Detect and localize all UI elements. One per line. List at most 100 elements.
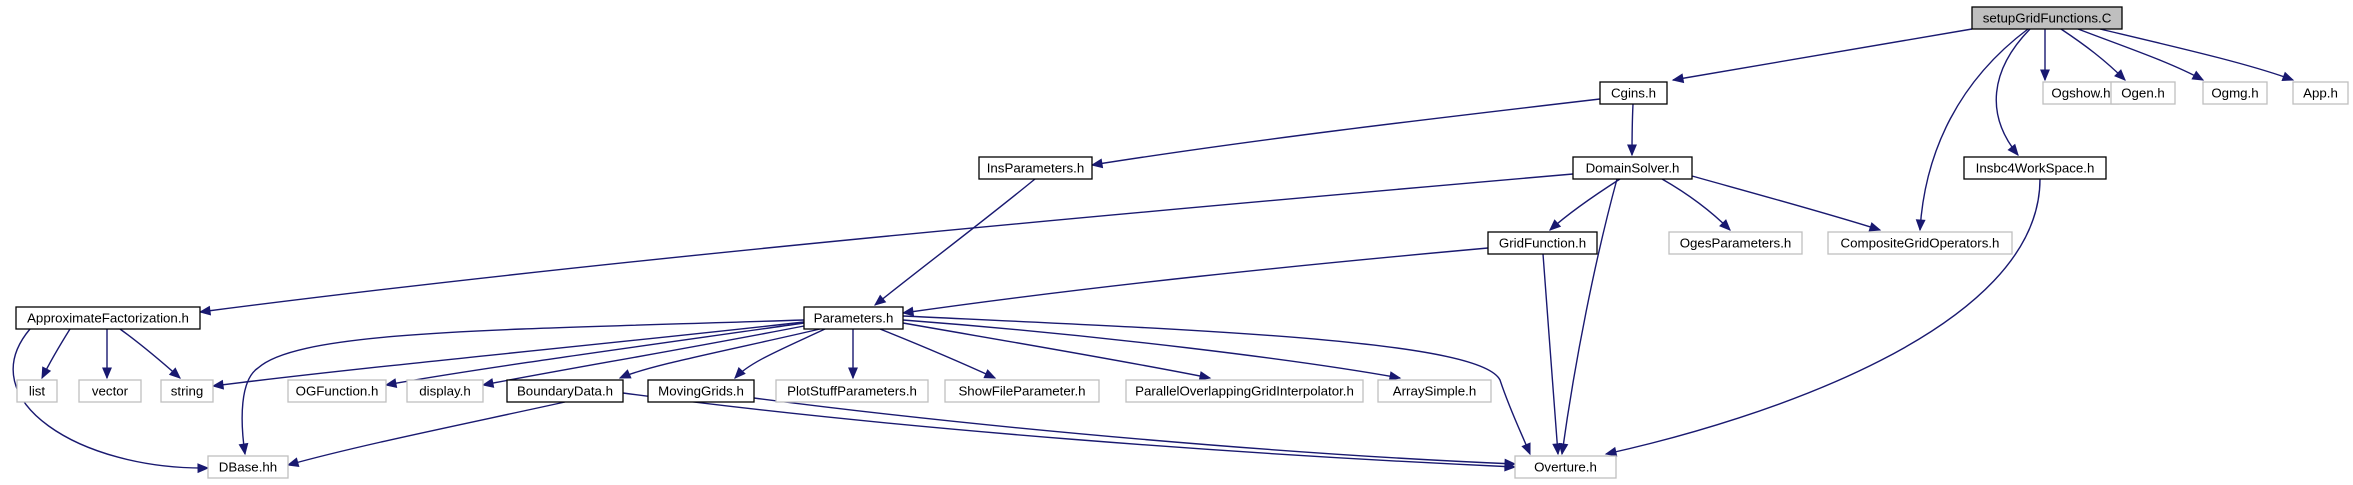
edge-parameters-to-ogfunction [384,322,805,389]
node-plot-stuff-parameters: PlotStuffParameters.h [775,379,929,403]
node-string: string [160,379,214,403]
edge-setup-grid-functions-to-insbc4-work-space [1995,28,2031,156]
node-box [775,379,929,403]
arrowhead [1549,219,1562,231]
node-parameters[interactable]: Parameters.h [803,306,904,330]
arrowhead [1558,442,1569,456]
node-boundary-data[interactable]: BoundaryData.h [506,379,624,403]
arrowhead [1604,446,1618,457]
node-ogmg: Ogmg.h [2202,81,2268,105]
arrowhead [1090,158,1104,169]
edge-parameters-to-parallel-overlapping-grid-interpolator [902,322,1212,381]
edge-parameters-to-display [481,325,805,388]
edge-setup-grid-functions-to-ogshow [2040,28,2050,82]
node-overture: Overture.h [1514,455,1617,479]
node-ins-parameters[interactable]: InsParameters.h [978,156,1093,180]
node-label: Cgins.h [1611,86,1656,101]
node-insbc4-work-space[interactable]: Insbc4WorkSpace.h [1963,156,2107,180]
edge-parameters-to-array-simple [902,319,1402,382]
node-label: MovingGrids.h [658,384,744,399]
node-grid-function[interactable]: GridFunction.h [1487,231,1598,255]
node-label: Ogmg.h [2211,86,2258,101]
node-box [647,379,755,403]
edge-domain-solver-to-grid-function [1549,178,1621,231]
node-moving-grids[interactable]: MovingGrids.h [647,379,755,403]
arrowhead [2191,70,2205,81]
edge-parameters-to-string [211,321,805,390]
node-label: PlotStuffParameters.h [787,384,917,399]
edge-boundary-data-to-overture [622,392,1517,472]
arrowhead [1719,219,1731,231]
node-label: GridFunction.h [1499,236,1586,251]
node-box [15,306,201,330]
arrowhead [1198,371,1212,381]
node-box [1971,6,2123,30]
node-box [2292,81,2349,105]
node-domain-solver[interactable]: DomainSolver.h [1572,156,1693,180]
arrowhead [901,306,915,317]
edge-ins-parameters-to-parameters [873,178,1036,306]
node-label: Parameters.h [814,311,894,326]
edge-approximate-factorization-to-dbase [12,328,210,474]
node-box [1377,379,1492,403]
edge-parameters-to-boundary-data [618,328,821,379]
edge-setup-grid-functions-to-ogen [2060,28,2126,81]
node-dbase: DBase.hh [207,455,289,479]
edge-grid-function-to-parameters [901,247,1489,317]
node-box [78,379,142,403]
node-label: ApproximateFactorization.h [27,311,189,326]
node-box [1514,455,1617,479]
node-label: list [29,384,46,399]
edge-domain-solver-to-overture [1558,178,1618,456]
node-box [2202,81,2268,105]
node-box [207,455,289,479]
node-array-simple: ArraySimple.h [1377,379,1492,403]
node-app: App.h [2292,81,2349,105]
node-label: App.h [2303,86,2338,101]
node-ogfunction: OGFunction.h [287,379,387,403]
node-list: list [16,379,58,403]
node-box [944,379,1100,403]
edge-parameters-to-moving-grids [734,328,826,379]
arrowhead [2040,69,2050,82]
arrowhead [481,378,495,388]
node-label: OGFunction.h [296,384,379,399]
arrowhead [211,379,225,390]
arrowhead [1627,144,1637,157]
edges-layer [12,28,2295,474]
node-label: ArraySimple.h [1393,384,1477,399]
edge-domain-solver-to-composite-grid-operators [1691,175,1882,232]
edge-parameters-to-show-file-parameter [879,328,997,379]
arrowhead [41,366,52,380]
node-parallel-overlapping-grid-interpolator: ParallelOverlappingGridInterpolator.h [1125,379,1364,403]
arrowhead [384,378,398,389]
node-label: display.h [419,384,471,399]
node-box [2110,81,2176,105]
edge-grid-function-to-overture [1542,253,1563,456]
node-label: Overture.h [1534,460,1597,475]
node-box [406,379,484,403]
node-label: Insbc4WorkSpace.h [1976,161,2095,176]
edge-setup-grid-functions-to-composite-grid-operators [1915,28,2029,232]
node-label: setupGridFunctions.C [1983,11,2112,26]
arrowhead [168,367,181,379]
node-ogshow: Ogshow.h [2042,81,2120,105]
arrowhead [197,463,210,474]
node-box [1668,231,1803,255]
arrowhead [1915,219,1926,232]
edge-cgins-to-domain-solver [1627,103,1637,157]
arrowhead [1521,442,1531,456]
node-box [287,379,387,403]
edge-setup-grid-functions-to-ogmg [2077,28,2205,81]
node-approximate-factorization[interactable]: ApproximateFactorization.h [15,306,201,330]
edge-parameters-to-plot-stuff-parameters [848,329,858,380]
node-cgins[interactable]: Cgins.h [1599,81,1668,105]
node-label: ShowFileParameter.h [958,384,1085,399]
node-box [978,156,1093,180]
node-label: Ogen.h [2121,86,2165,101]
node-label: CompositeGridOperators.h [1841,236,2000,251]
edge-domain-solver-to-oges-parameters [1661,178,1731,231]
arrowhead [848,367,858,380]
node-label: Ogshow.h [2051,86,2110,101]
node-label: OgesParameters.h [1680,236,1792,251]
